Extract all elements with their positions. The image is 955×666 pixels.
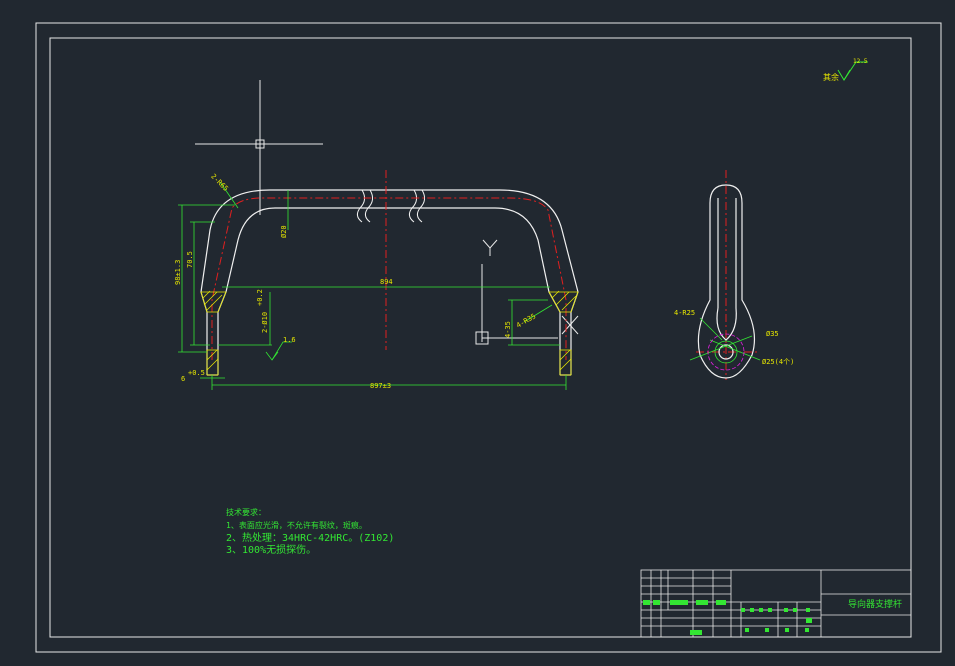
break-lines: [356, 189, 426, 223]
dim-height-70: 70.5: [186, 251, 194, 268]
dim-side-d25: Ø25(4个): [762, 358, 794, 366]
dim-r35: 4-R35: [515, 312, 537, 329]
dim-hole-2x10: 2-Ø10: [261, 312, 269, 333]
title-block-name: 导向器支撑杆: [848, 598, 902, 610]
hatch-areas: [200, 290, 579, 376]
inner-frame: [49, 37, 912, 638]
finish-symbol-value: 1.6: [283, 336, 296, 344]
dim-d35: 4-35: [504, 321, 512, 338]
dim-span-894: 894: [380, 278, 393, 286]
notes-line-3: 3、100%无损探伤。: [226, 543, 316, 556]
surface-finish-mark: 其余 12.5: [823, 58, 868, 82]
outer-frame: [35, 22, 942, 653]
centerlines: [211, 170, 758, 380]
dim-side-d35: Ø35: [766, 330, 779, 338]
crosshair-cursor: [195, 80, 323, 215]
ucs-icon: [475, 239, 579, 345]
notes-line-2: 2、热处理：34HRC-42HRC。(Z102): [226, 531, 394, 544]
title-block-labels: [643, 600, 812, 635]
dim-foot-6: 6: [181, 375, 185, 383]
dim-radius-top: 2-R65: [209, 172, 230, 193]
dimension-lines: [178, 181, 567, 390]
notes-line-1: 1、表面应光滑，不允许有裂纹，斑痕。: [226, 520, 367, 530]
dim-hole-tolerance: +0.2: [256, 289, 264, 306]
notes-heading: 技术要求：: [226, 507, 266, 517]
surface-mark-label: 其余: [823, 72, 839, 82]
dim-side-r25: 4-R25: [674, 309, 695, 317]
dim-dia-20: Ø20: [280, 225, 288, 238]
dim-overall-897: 897±3: [370, 382, 391, 390]
finish-symbol: [265, 341, 292, 361]
dim-height-98: 98±1.3: [174, 260, 182, 285]
dim-foot-tolerance: +0.5: [188, 369, 205, 377]
side-view-dimensions: [689, 317, 761, 364]
title-block: [640, 569, 912, 638]
surface-mark-value: 12.5: [853, 58, 868, 65]
handle-side-view: [697, 184, 755, 379]
side-view-pitch-circle: [707, 333, 745, 371]
